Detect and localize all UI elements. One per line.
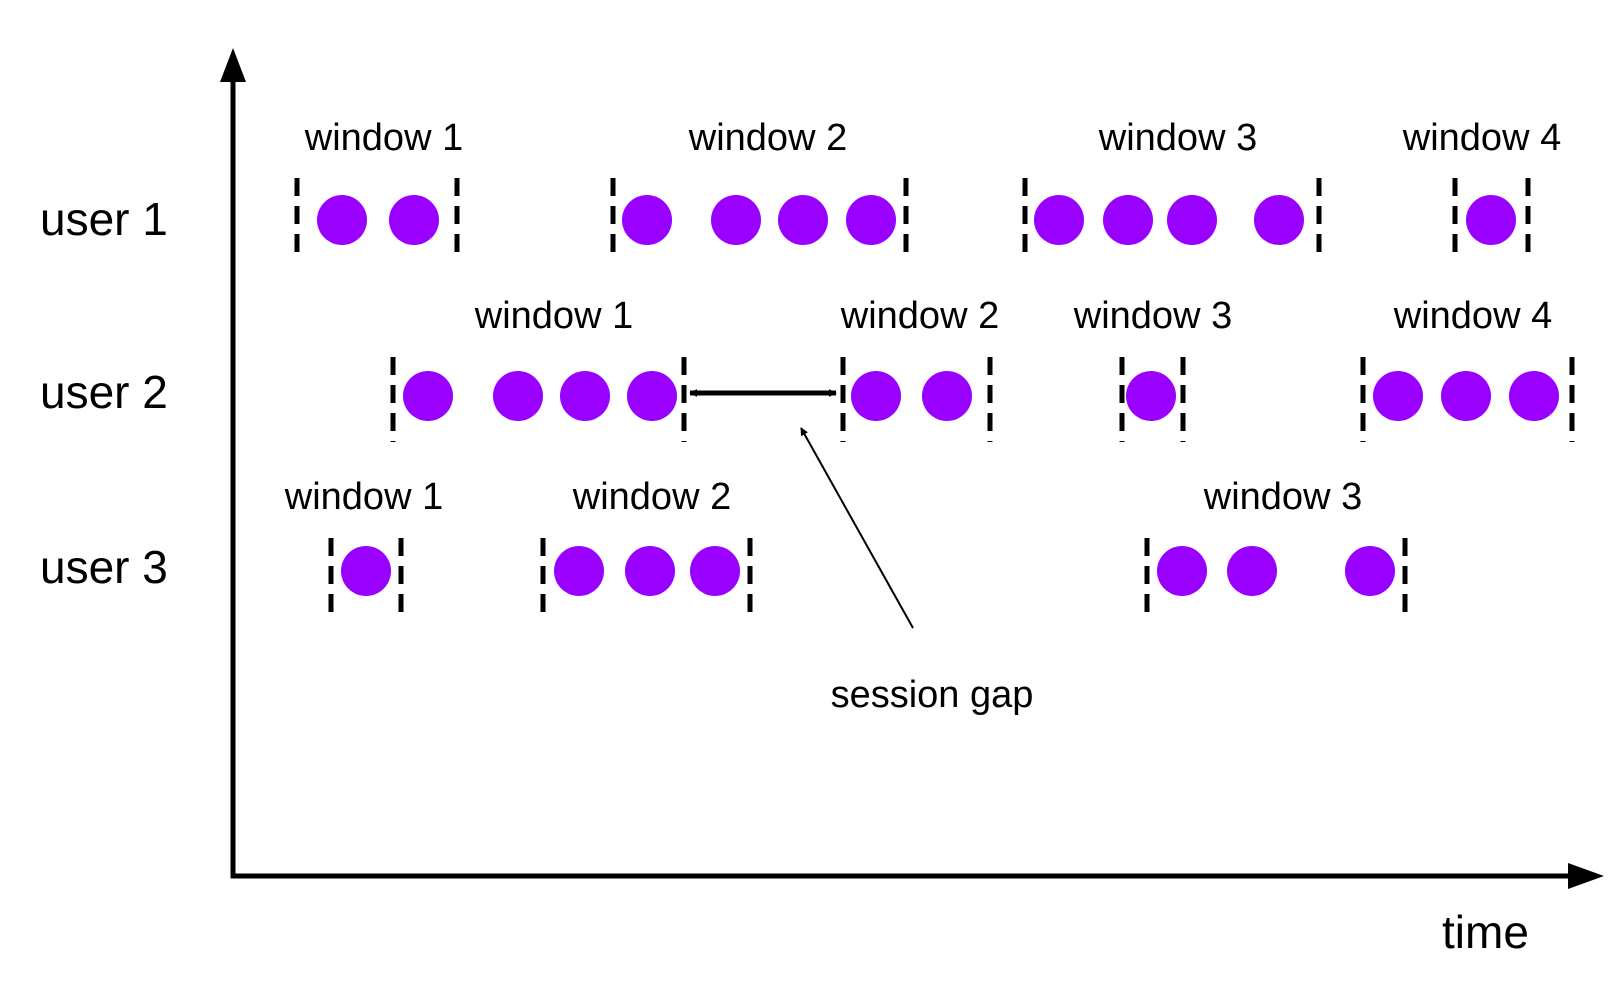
window-label-u2-w2: window 2 (840, 295, 999, 337)
row-label-user-2: user 2 (40, 366, 168, 418)
x-axis-arrowhead (1568, 863, 1604, 889)
window-brackets (294, 178, 1575, 622)
window-label-u2-w3: window 3 (1073, 295, 1232, 337)
row-label-user-1: user 1 (40, 193, 168, 245)
event-dot (1466, 195, 1516, 245)
events (317, 195, 1559, 596)
window-label-u1-w4: window 4 (1402, 117, 1561, 159)
y-axis-arrowhead (220, 48, 246, 82)
window-label-u1-w2: window 2 (688, 117, 847, 159)
event-dot (1157, 546, 1207, 596)
event-dot (778, 195, 828, 245)
event-dot (622, 195, 672, 245)
event-dot (846, 195, 896, 245)
window-label-u3-w3: window 3 (1203, 476, 1362, 518)
event-dot (1373, 371, 1423, 421)
event-dot (1254, 195, 1304, 245)
session-gap-pointer (800, 427, 914, 629)
event-dot (554, 546, 604, 596)
window-label-u3-w1: window 1 (284, 476, 443, 518)
event-dot (1441, 371, 1491, 421)
window-label-u1-w3: window 3 (1098, 117, 1257, 159)
window-label-u2-w4: window 4 (1393, 295, 1552, 337)
event-dot (389, 195, 439, 245)
event-dot (1167, 195, 1217, 245)
event-dot (711, 195, 761, 245)
row-label-user-3: user 3 (40, 541, 168, 593)
event-dot (560, 371, 610, 421)
event-dot (1034, 195, 1084, 245)
x-axis-label: time (1442, 906, 1529, 958)
event-dot (625, 546, 675, 596)
event-dot (690, 546, 740, 596)
event-dot (493, 371, 543, 421)
event-dot (1509, 371, 1559, 421)
session-gap-label: session gap (831, 674, 1034, 716)
window-label-u1-w1: window 1 (304, 117, 463, 159)
event-dot (1227, 546, 1277, 596)
window-label-u3-w2: window 2 (572, 476, 731, 518)
window-label-u2-w1: window 1 (474, 295, 633, 337)
event-dot (1345, 546, 1395, 596)
event-dot (627, 371, 677, 421)
event-dot (922, 371, 972, 421)
event-dot (341, 546, 391, 596)
event-dot (1103, 195, 1153, 245)
event-dot (1126, 371, 1176, 421)
event-dot (317, 195, 367, 245)
event-dot (403, 371, 453, 421)
event-dot (851, 371, 901, 421)
